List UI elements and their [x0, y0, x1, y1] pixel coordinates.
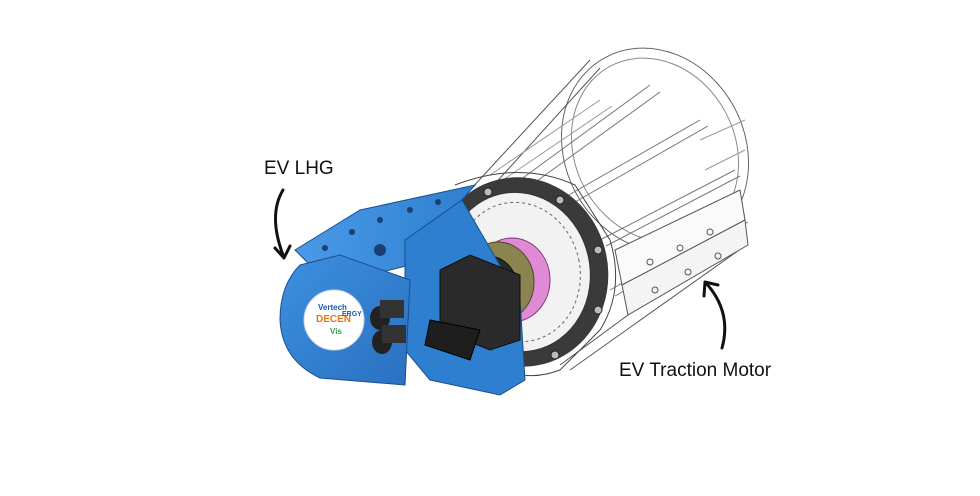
curved-arrow-icon	[273, 188, 292, 260]
company-logo: Vertech DECEN ERGY Vis	[303, 289, 365, 351]
svg-text:DECEN: DECEN	[316, 314, 351, 325]
traction-motor	[454, 47, 750, 377]
curved-arrow-icon	[702, 280, 727, 350]
svg-text:Vertech: Vertech	[318, 303, 347, 312]
lhg-label: EV LHG	[264, 158, 334, 179]
svg-text:Vis: Vis	[330, 327, 342, 336]
traction-motor-label: EV Traction Motor	[619, 360, 772, 381]
svg-text:ERGY: ERGY	[342, 311, 362, 318]
